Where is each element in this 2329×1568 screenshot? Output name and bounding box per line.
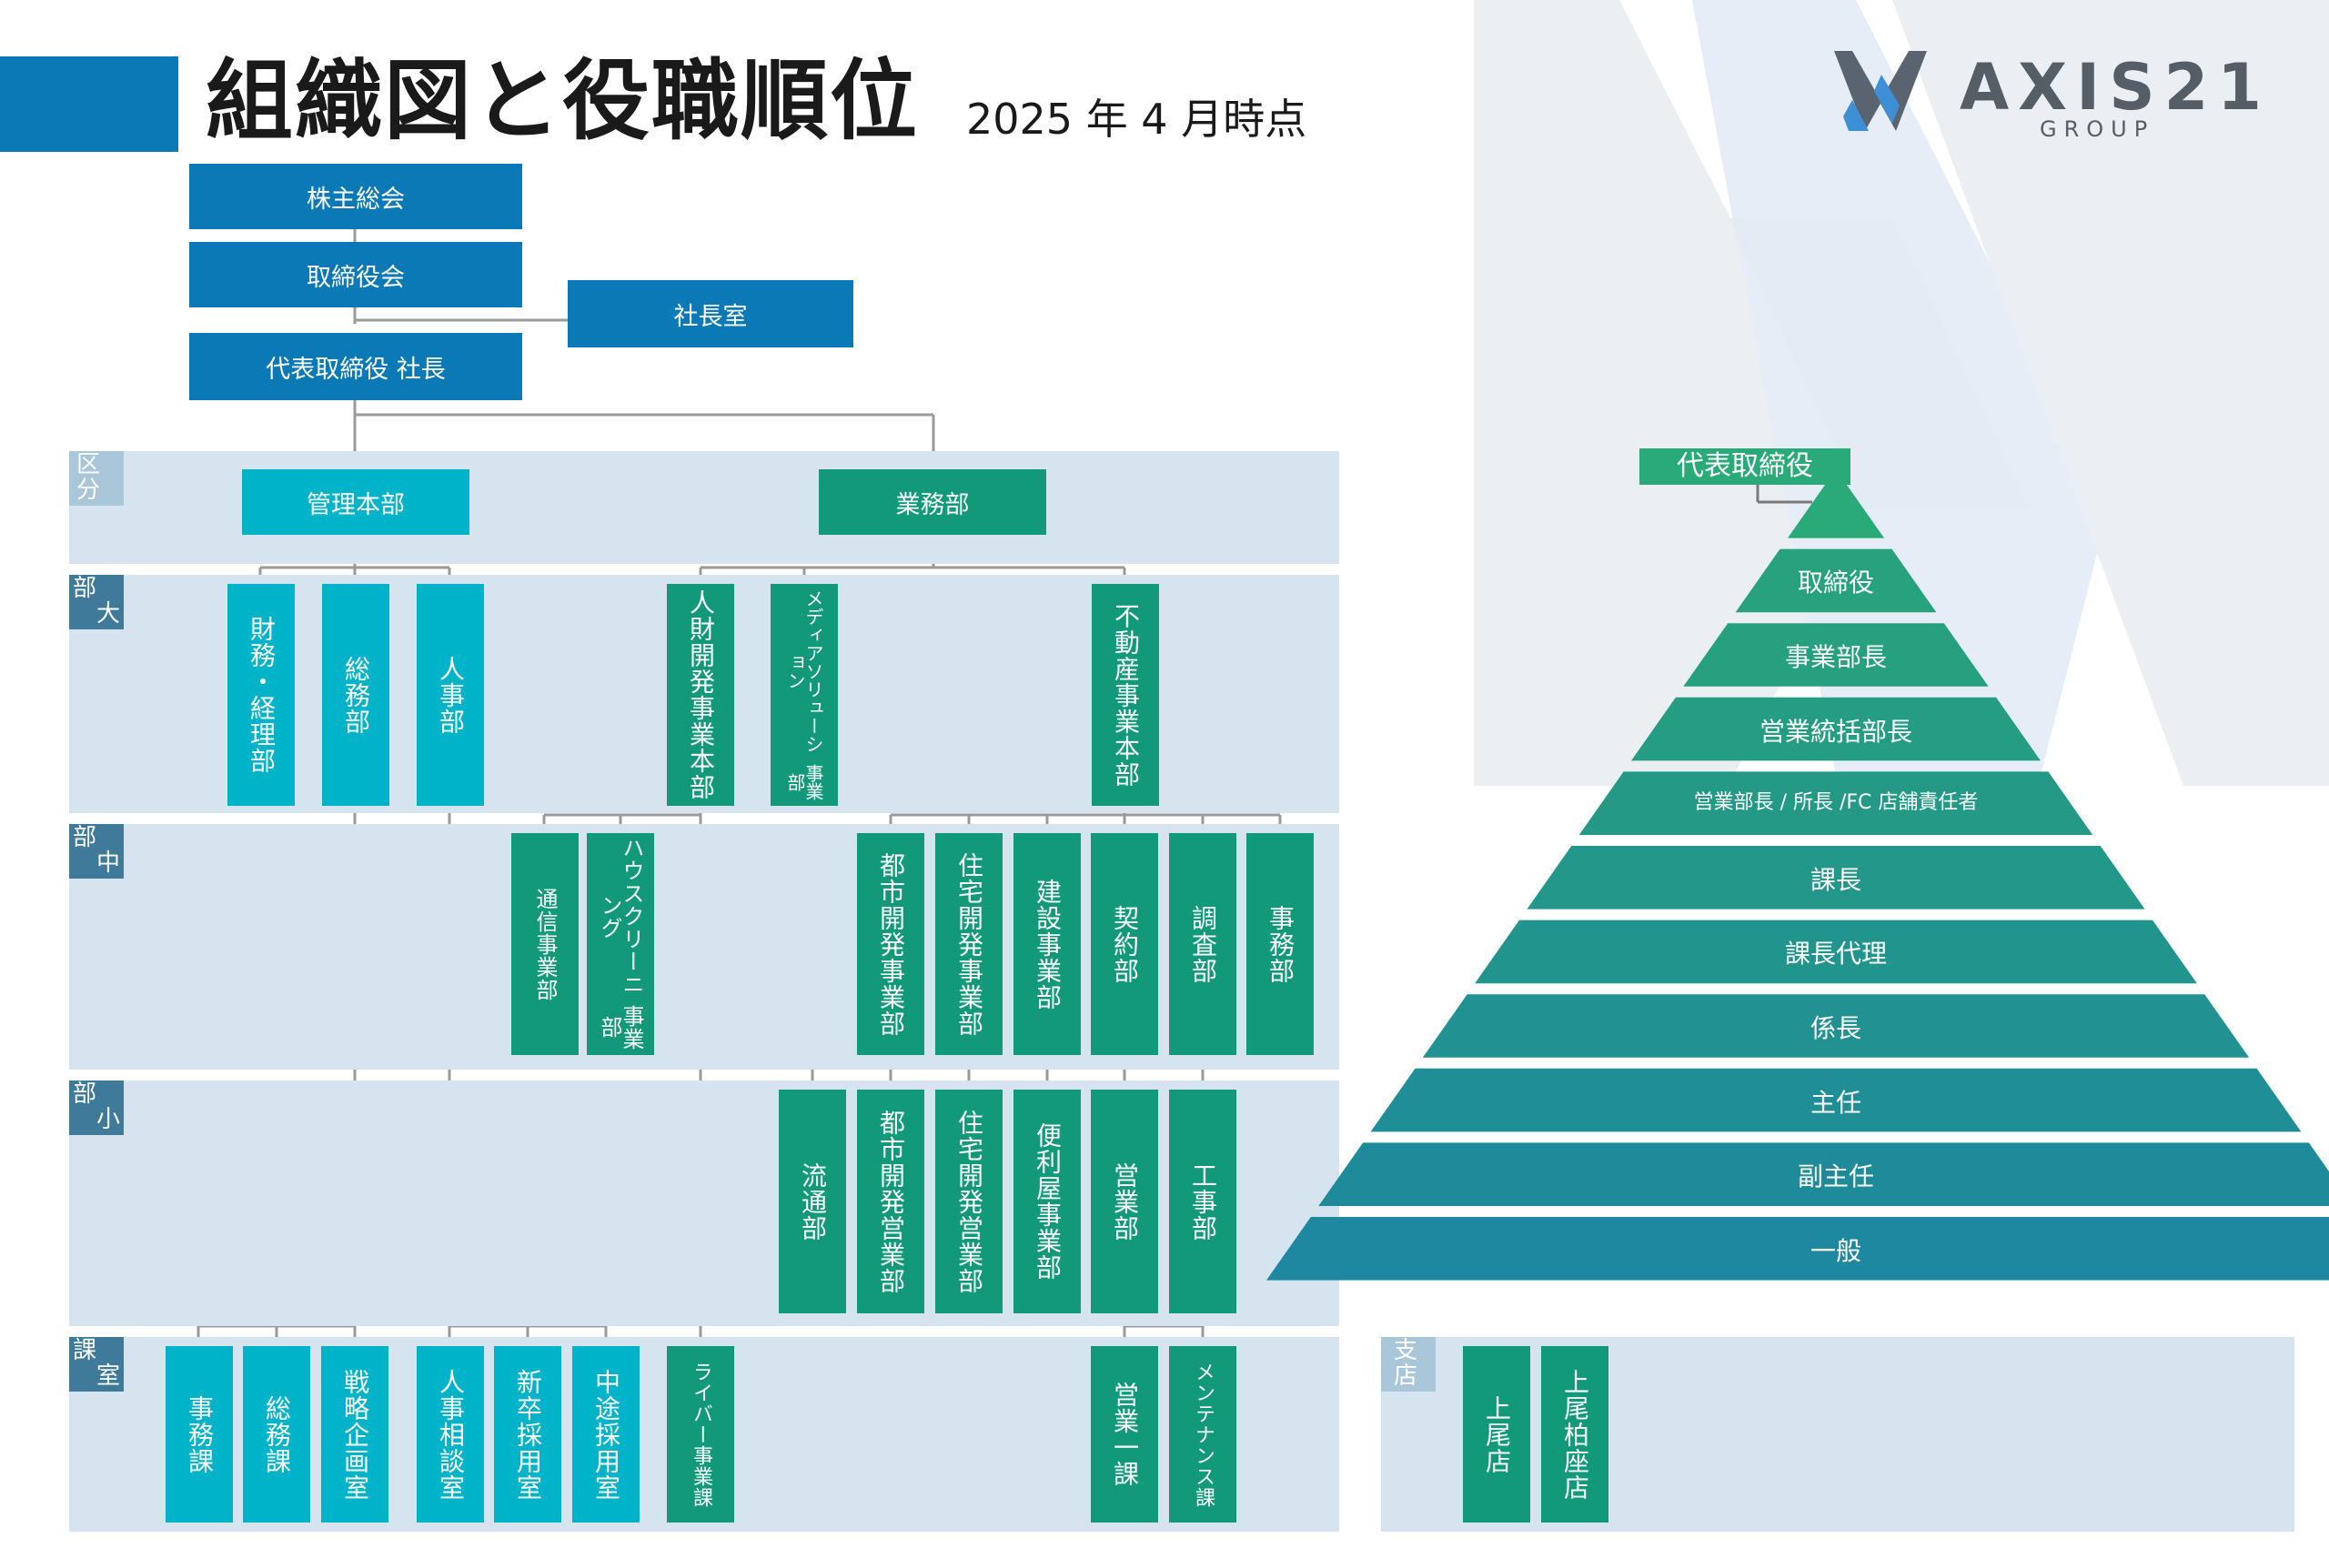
band-shiten — [1381, 1337, 2294, 1532]
node-jinji-bu: 人事部 — [417, 584, 484, 806]
pyramid-tier-2 — [1683, 623, 1989, 687]
pyramid-tier-label: 課長代理 — [1784, 939, 1887, 970]
node-jimu-ka: 事務課 — [166, 1346, 233, 1523]
page-title: 組織図と役職順位 — [206, 50, 919, 152]
pyramid-tier-label: 取締役 — [1797, 568, 1874, 598]
node-toshi-kaihatsu-eigyobu: 都市開発営業部 — [857, 1090, 924, 1313]
pyramid-tier-label: 課長 — [1810, 864, 1861, 895]
node-keiyaku-bu: 契約部 — [1091, 833, 1158, 1055]
node-torishimariyakukai: 取締役会 — [189, 242, 522, 307]
pyramid-tier-4 — [1578, 771, 2093, 835]
node-fudosan-jigyo-honbu: 不動産事業本部 — [1092, 584, 1159, 806]
tag-kubun: 区 分 — [69, 451, 124, 506]
pyramid-top-label: 代表取締役 — [1639, 448, 1850, 485]
node-ryutsu-bu: 流通部 — [779, 1090, 846, 1313]
tag-bu-dai: 部 大 — [69, 575, 124, 629]
node-somu-bu: 総務部 — [322, 584, 389, 806]
node-shachoshitsu: 社長室 — [568, 280, 853, 347]
node-liver-jigyo-ka: ライバー事業課 — [667, 1346, 734, 1523]
node-somu-ka: 総務課 — [243, 1346, 310, 1523]
tag-bu-sho: 部 小 — [69, 1081, 124, 1135]
pyramid-tier-6 — [1475, 920, 2197, 984]
pyramid-tier-10 — [1265, 1217, 2329, 1281]
pyramid-tier-label: 事業部長 — [1784, 642, 1887, 672]
node-maintenance-ka: メンテナンス課 — [1169, 1346, 1236, 1523]
node-jutaku-kaihatsu-eigyobu: 住宅開発営業部 — [935, 1090, 1003, 1313]
logo-text: AXIS21 — [1960, 50, 2272, 125]
node-tsushin-jigyobu: 通信事業部 — [511, 833, 579, 1055]
pyramid-tier-label: 係長 — [1810, 1013, 1861, 1043]
node-benriya-jigyobu: 便利屋事業部 — [1013, 1090, 1081, 1313]
logo-mark-icon — [1834, 51, 1927, 131]
node-daihyo-shacho: 代表取締役 社長 — [189, 333, 522, 400]
node-kanri-honbu: 管理本部 — [242, 469, 469, 535]
node-housecleaning-jigyobu: ハウスクリーニング 事業部 — [587, 833, 654, 1055]
node-toshi-kaihatsu-jigyobu: 都市開発事業部 — [857, 833, 924, 1055]
pyramid-tier-3 — [1631, 697, 2041, 761]
pyramid-tier-7 — [1422, 994, 2250, 1058]
company-logo: AXIS21 GROUP — [1830, 47, 2285, 147]
node-kabunushi-sokai: 株主総会 — [189, 164, 522, 229]
node-jutaku-kaihatsu-jigyobu: 住宅開発事業部 — [935, 833, 1003, 1055]
logo-subtext: GROUP — [2040, 116, 2155, 142]
pyramid-tier-5 — [1527, 846, 2145, 910]
node-ageo-kashiwaza-ten: 上尾柏座店 — [1541, 1346, 1608, 1523]
node-gyomu-bu: 業務部 — [819, 469, 1046, 535]
node-media-solution-jigyobu: メディアソリューション 事業部 — [771, 584, 838, 806]
node-kensetsu-jigyobu: 建設事業部 — [1013, 833, 1081, 1055]
tag-bu-chu: 部 中 — [69, 824, 124, 879]
date-label: 2025 年 4 月時点 — [966, 95, 1307, 144]
pyramid-tier-label: 主任 — [1810, 1087, 1861, 1118]
title-accent-bar — [0, 56, 178, 152]
node-chuto-saiyo-shitsu: 中途採用室 — [572, 1346, 640, 1523]
node-chosa-bu: 調査部 — [1169, 833, 1236, 1055]
pyramid-tier-label: 営業統括部長 — [1759, 716, 1912, 747]
pyramid-tier-9 — [1318, 1142, 2329, 1206]
node-eigyo-bu: 営業部 — [1091, 1090, 1158, 1313]
node-koji-bu: 工事部 — [1169, 1090, 1236, 1313]
tag-shiten: 支 店 — [1381, 1337, 1436, 1392]
node-senryaku-kikaku-shitsu: 戦略企画室 — [321, 1346, 388, 1523]
pyramid-tier-8 — [1370, 1068, 2302, 1132]
node-shinsotsu-saiyo-shitsu: 新卒採用室 — [494, 1346, 561, 1523]
pyramid-tier-label: 副主任 — [1797, 1161, 1874, 1192]
node-ageo-ten: 上尾店 — [1463, 1346, 1530, 1523]
node-zaimu-keiri-bu: 財務・経理部 — [227, 584, 295, 806]
pyramid-tier-0 — [1787, 469, 1885, 538]
node-jinzai-kaihatsu-honbu: 人財開発事業本部 — [667, 584, 734, 806]
tag-ka-shitsu: 課 室 — [69, 1337, 124, 1392]
node-jimu-bu: 事務部 — [1246, 833, 1314, 1055]
node-eigyo-ikka: 営業一課 — [1091, 1346, 1158, 1523]
node-jinji-sodan-shitsu: 人事相談室 — [417, 1346, 484, 1523]
pyramid-tier-1 — [1735, 548, 1937, 613]
pyramid-tier-label: 一般 — [1810, 1235, 1861, 1266]
pyramid-tier-label: 営業部長 / 所長 /FC 店舗責任者 — [1693, 791, 1979, 815]
